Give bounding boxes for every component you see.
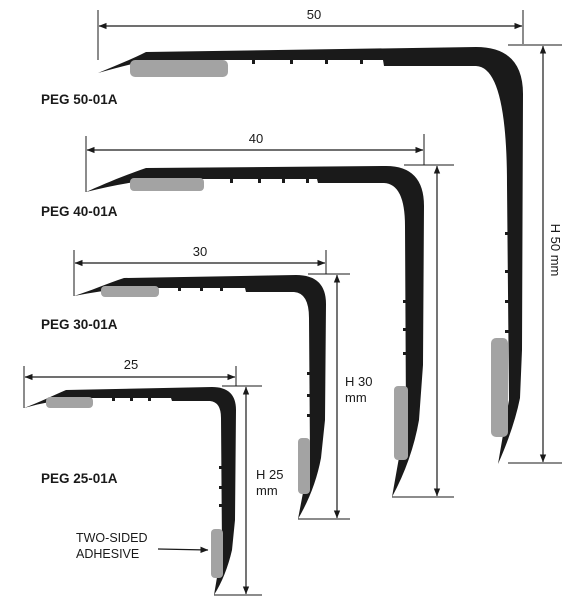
- height-label-25-line-2: mm: [256, 483, 278, 498]
- profile-grooves-40: [230, 178, 408, 355]
- profile-grooves-30: [178, 287, 311, 417]
- width-label-30: 30: [193, 244, 207, 259]
- profile-name-40: PEG 40-01A: [41, 204, 118, 219]
- width-label-40: 40: [249, 131, 263, 146]
- profile-grooves-50: [252, 59, 510, 333]
- adhesive-strip-top-30: [101, 286, 159, 297]
- width-label-50: 50: [307, 7, 321, 22]
- height-label-25: H 25 mm: [256, 467, 287, 498]
- profile-name-50: PEG 50-01A: [41, 92, 118, 107]
- profile-group-40: 40 PEG 40-01A: [41, 131, 454, 498]
- height-label-30: H 30 mm: [345, 374, 376, 405]
- adhesive-strip-top-50: [130, 60, 228, 77]
- adhesive-label-line-2: ADHESIVE: [76, 547, 139, 561]
- nosing-profile-25: [24, 387, 236, 595]
- nosing-profile-40: [86, 166, 424, 497]
- adhesive-pointer-arrow: [157, 546, 209, 554]
- height-label-30-line-2: mm: [345, 390, 367, 405]
- adhesive-label: TWO-SIDED ADHESIVE: [76, 531, 151, 561]
- adhesive-strip-side-50: [491, 338, 508, 437]
- adhesive-label-line-1: TWO-SIDED: [76, 531, 148, 545]
- adhesive-strip-side-40: [394, 386, 408, 460]
- profile-group-50: 50 H 50 mm PEG 50-01A: [41, 7, 563, 464]
- width-label-25: 25: [124, 357, 138, 372]
- adhesive-strip-top-25: [46, 397, 93, 408]
- height-label-30-line-1: H 30: [345, 374, 372, 389]
- height-label-50: H 50 mm: [548, 224, 563, 277]
- profile-name-25: PEG 25-01A: [41, 471, 118, 486]
- profile-grooves-25: [112, 397, 223, 507]
- adhesive-strip-side-25: [211, 529, 223, 578]
- profile-group-30: 30 H 30 mm PEG 30-01A: [41, 244, 376, 520]
- profile-name-30: PEG 30-01A: [41, 317, 118, 332]
- height-label-25-line-1: H 25: [256, 467, 283, 482]
- adhesive-strip-top-40: [130, 178, 204, 191]
- adhesive-strip-side-30: [298, 438, 310, 494]
- profile-group-25: 25 H 25 mm PEG 25-01A: [23, 357, 287, 596]
- adhesive-callout: TWO-SIDED ADHESIVE: [76, 531, 209, 561]
